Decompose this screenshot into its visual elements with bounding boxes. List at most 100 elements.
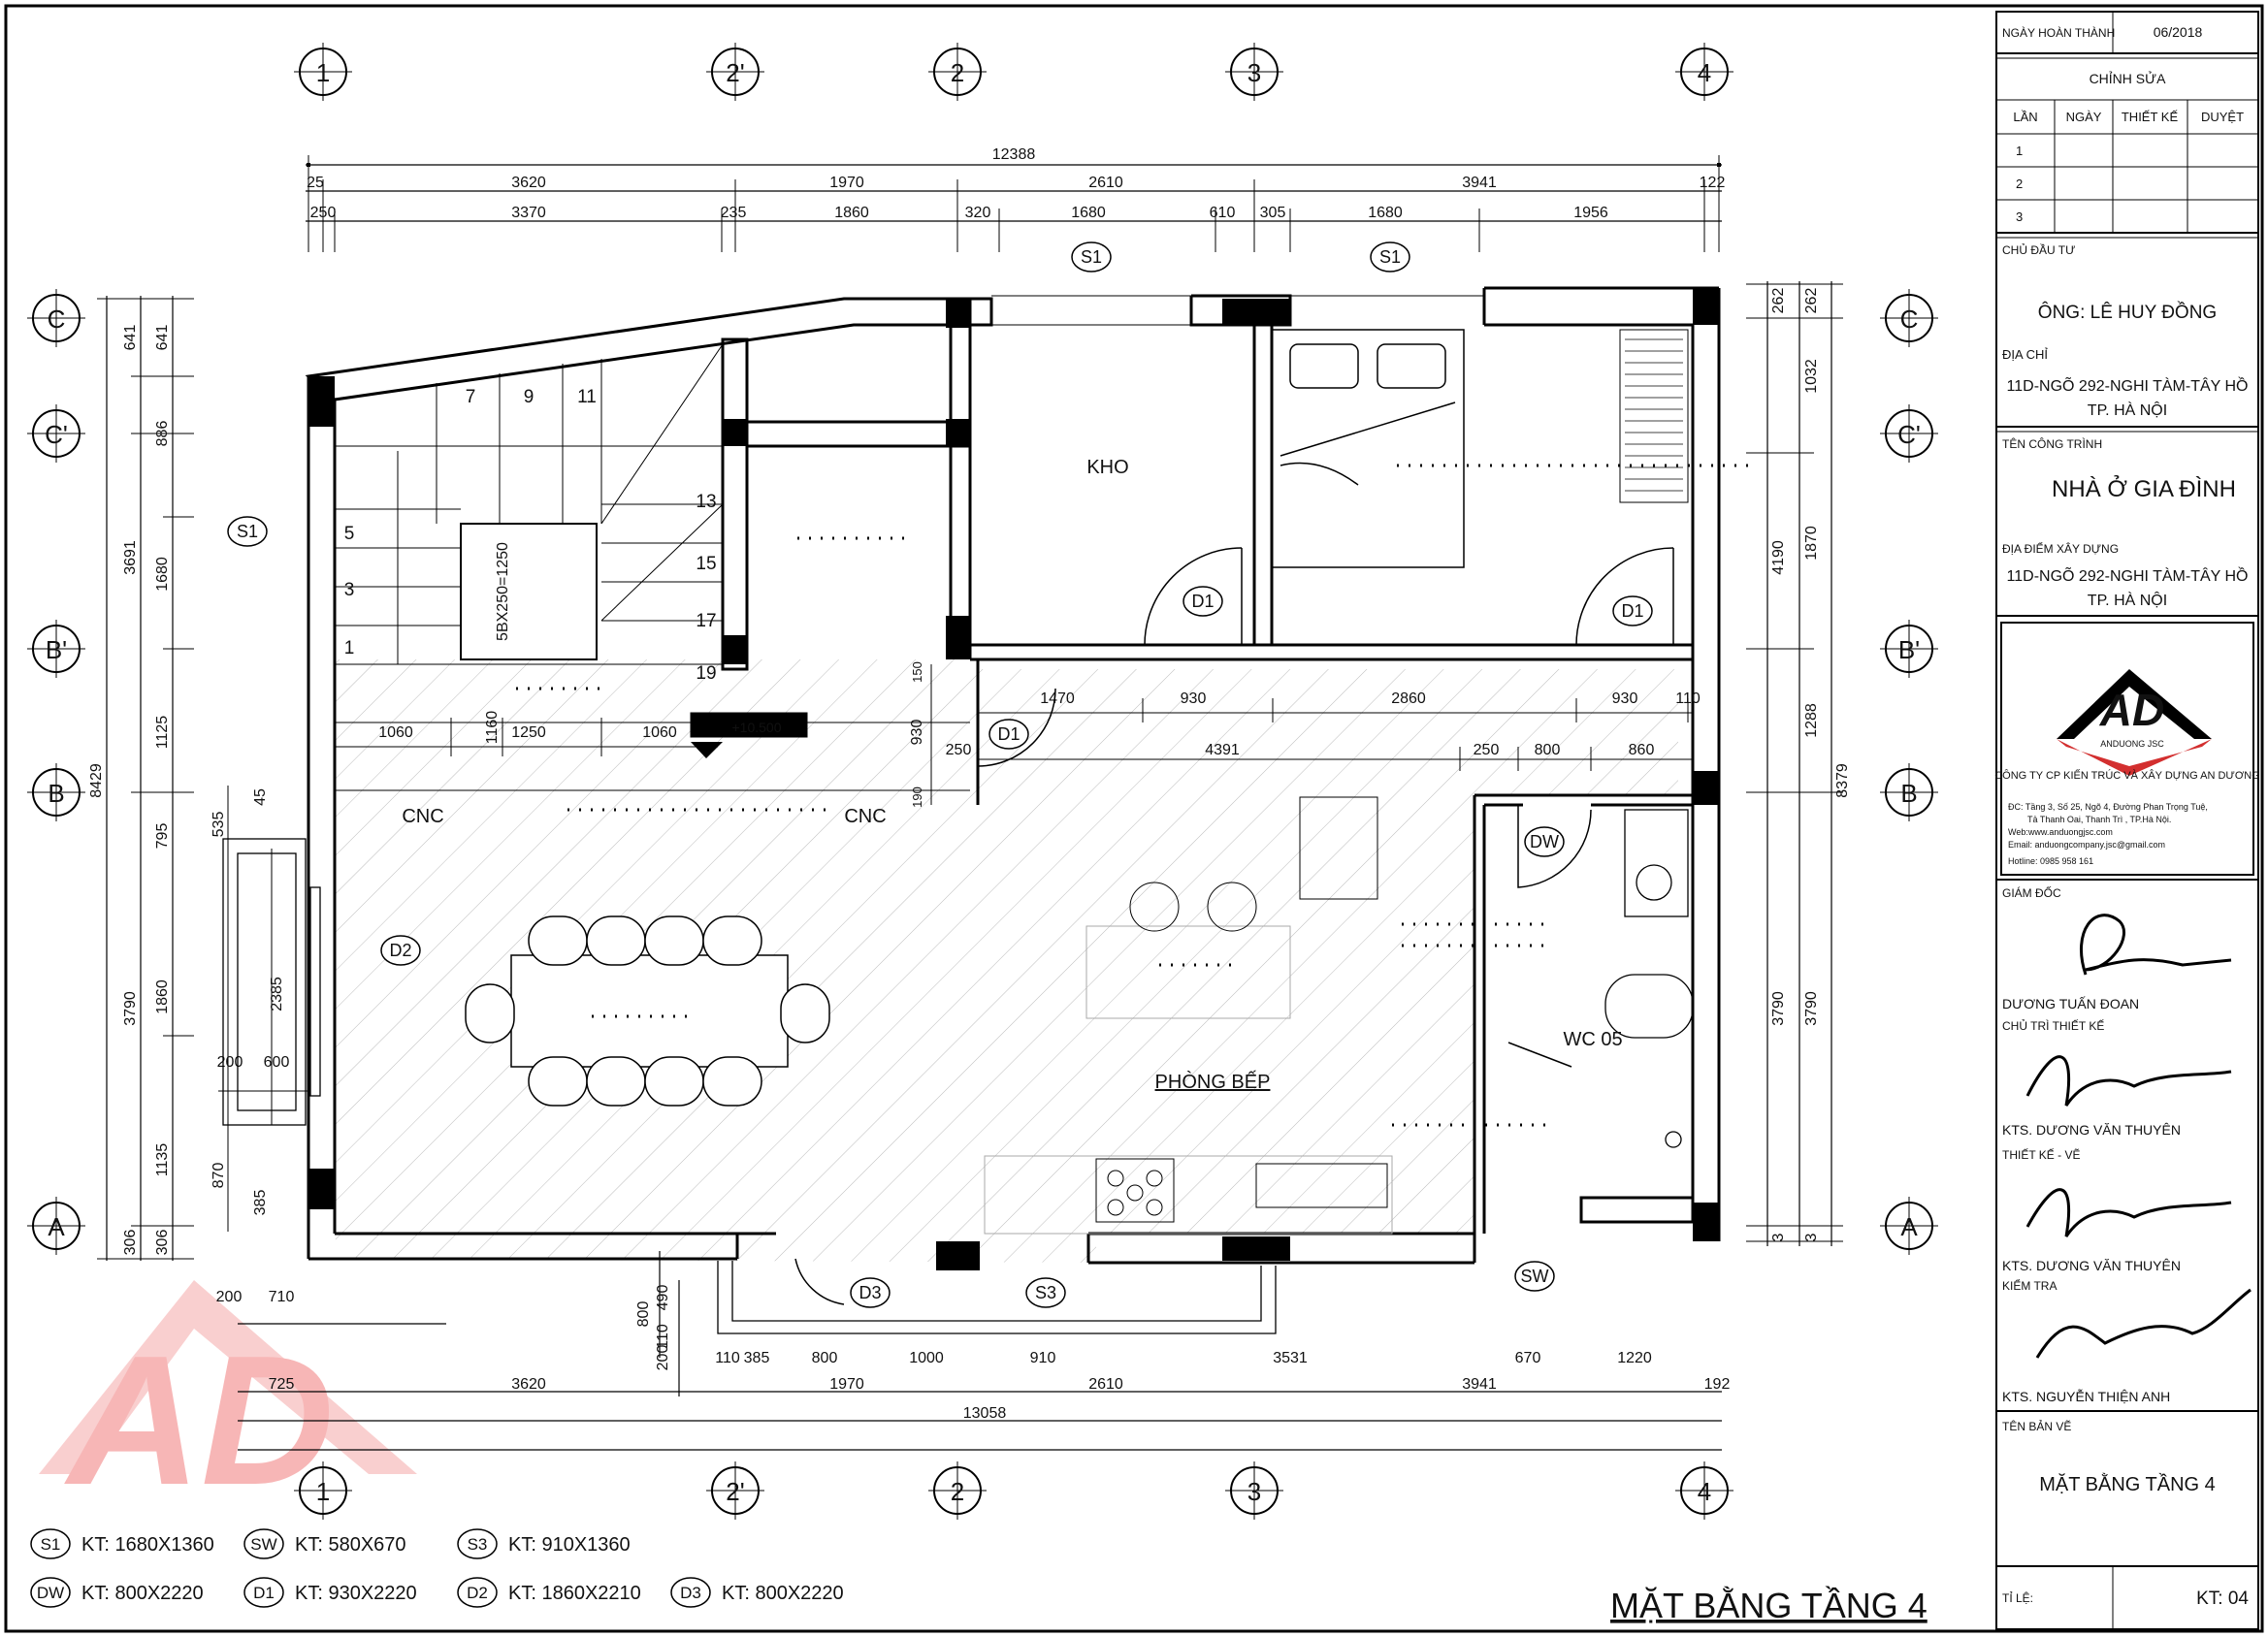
- svg-text:1125: 1125: [154, 716, 171, 750]
- svg-text:800: 800: [1535, 742, 1561, 758]
- tag-d1-b: D1: [1612, 595, 1653, 626]
- svg-text:1680: 1680: [154, 557, 171, 592]
- svg-text:11: 11: [577, 387, 597, 407]
- svg-text:D2: D2: [389, 941, 411, 960]
- svg-text:DUYỆT: DUYỆT: [2201, 110, 2244, 124]
- svg-text:NGÀY: NGÀY: [2066, 110, 2102, 124]
- axis-bubble-left-Cp: C': [27, 404, 85, 463]
- top-dimension-text: 12388 25 3620 1970 2610 3941 122 250 337…: [307, 146, 1725, 221]
- svg-text:110: 110: [715, 1350, 740, 1366]
- svg-text:930: 930: [1181, 690, 1207, 707]
- top-dimensions: [306, 155, 1722, 252]
- svg-text:710: 710: [269, 1289, 295, 1305]
- svg-text:KT: 800X2220: KT: 800X2220: [722, 1583, 844, 1604]
- stair-dimension-text: 1060 1160 1250 1060 +10.500: [378, 711, 782, 745]
- axis-bubble-top-4: 4: [1675, 43, 1733, 101]
- tag-s1-left: S1: [227, 516, 268, 547]
- axis-bubble-left-B: B: [27, 763, 85, 821]
- svg-text:S1: S1: [41, 1535, 61, 1554]
- sheet-border: [4, 4, 2264, 1633]
- axis-bubble-bottom-2: 2: [928, 1461, 987, 1520]
- svg-text:250: 250: [310, 205, 337, 221]
- svg-text:1060: 1060: [378, 724, 413, 741]
- left-axis-markers: C C' B' B A: [27, 289, 85, 1255]
- svg-text:7: 7: [466, 387, 476, 407]
- watermark-logo: AD: [39, 1280, 417, 1524]
- axis-bubble-top-2p: 2': [706, 43, 764, 101]
- svg-text:4190: 4190: [1770, 540, 1787, 575]
- tag-s1-top1: S1: [1071, 241, 1112, 273]
- axis-bubble-bottom-1: 1: [294, 1461, 352, 1520]
- tag-d1-c: D1: [988, 719, 1029, 750]
- svg-text:1470: 1470: [1040, 690, 1075, 707]
- tag-s1-top2: S1: [1370, 241, 1410, 273]
- svg-text:KT: 930X2220: KT: 930X2220: [295, 1583, 417, 1604]
- svg-text:17: 17: [696, 611, 716, 631]
- designer-signature: [2025, 1188, 2232, 1237]
- axis-bubble-top-3: 3: [1225, 43, 1283, 101]
- svg-text:5BX250=1250: 5BX250=1250: [495, 542, 511, 641]
- svg-text:SW: SW: [1521, 1267, 1549, 1286]
- svg-text:13: 13: [696, 492, 716, 512]
- svg-text:192: 192: [1704, 1376, 1731, 1393]
- axis-bubble-right-B: B: [1880, 763, 1938, 821]
- svg-text:535: 535: [211, 812, 227, 838]
- svg-text:1970: 1970: [829, 1376, 864, 1393]
- svg-text:DW: DW: [1530, 832, 1559, 851]
- front-balcony: [717, 1261, 1277, 1334]
- checker-signature: [2035, 1288, 2252, 1359]
- staircase: [334, 343, 970, 791]
- svg-text:DW: DW: [37, 1584, 64, 1602]
- svg-text:610: 610: [1210, 205, 1236, 221]
- top-axis-markers: 1 2' 2 3 4: [294, 43, 1733, 101]
- svg-text:800: 800: [812, 1350, 838, 1366]
- svg-text:2610: 2610: [1088, 175, 1123, 191]
- svg-text:C: C: [48, 305, 66, 334]
- bottom-dimensions: [238, 1251, 1722, 1451]
- left-side-dimension-text: 535 45 200 600 2385 870 385: [211, 788, 289, 1215]
- svg-text:S3: S3: [468, 1535, 488, 1554]
- svg-text:641: 641: [122, 325, 139, 351]
- room-label-wc: WC 05: [1563, 1029, 1622, 1050]
- sheet-value: MẶT BẰNG TẦNG 4: [2039, 1472, 2216, 1495]
- doors: [794, 547, 1674, 1305]
- svg-text:262: 262: [1803, 288, 1820, 314]
- svg-text:235: 235: [721, 205, 747, 221]
- svg-text:D1: D1: [1191, 592, 1214, 611]
- svg-text:2: 2: [951, 1477, 964, 1506]
- wc-fixtures: [1604, 809, 1694, 1148]
- level-marker-icon: [691, 742, 723, 758]
- tag-s3: S3: [1025, 1277, 1066, 1308]
- svg-text:860: 860: [1629, 742, 1655, 758]
- stair-step-numbers: 7 9 11 13 15 17 19 5 3 1 5BX250=1250: [344, 387, 717, 684]
- svg-text:C': C': [45, 420, 68, 449]
- svg-text:1032: 1032: [1803, 359, 1820, 394]
- svg-text:1: 1: [316, 1477, 330, 1506]
- tag-dw: DW: [1524, 826, 1565, 857]
- svg-text:1870: 1870: [1803, 526, 1820, 561]
- dotted-guides: [516, 464, 1756, 1127]
- svg-text:3: 3: [344, 580, 355, 600]
- svg-text:1680: 1680: [1071, 205, 1106, 221]
- title-block: NGÀY HOÀN THÀNH 06/2018 CHỈNH SỬA LẦN NG…: [1994, 11, 2260, 1630]
- svg-text:910: 910: [1030, 1350, 1056, 1366]
- label-cnc-left: CNC: [402, 806, 443, 827]
- axis-bubble-top-2: 2: [928, 43, 987, 101]
- room-label-kho: KHO: [1086, 457, 1128, 478]
- svg-text:TP. HÀ NỘI: TP. HÀ NỘI: [2088, 401, 2167, 419]
- left-dimensions: [97, 296, 194, 1261]
- svg-text:110: 110: [655, 1324, 671, 1349]
- svg-text:3620: 3620: [511, 175, 546, 191]
- corridor-dimension-text: 1470 930 2860 930 110 250 4391 250 800 8…: [909, 661, 1701, 808]
- svg-text:3: 3: [1247, 58, 1261, 87]
- svg-text:1680: 1680: [1368, 205, 1403, 221]
- svg-text:1956: 1956: [1573, 205, 1608, 221]
- svg-text:Tả Thanh Oai, Thanh Trì , TP.H: Tả Thanh Oai, Thanh Trì , TP.Hà Nội.: [2027, 815, 2171, 824]
- svg-text:385: 385: [252, 1190, 269, 1216]
